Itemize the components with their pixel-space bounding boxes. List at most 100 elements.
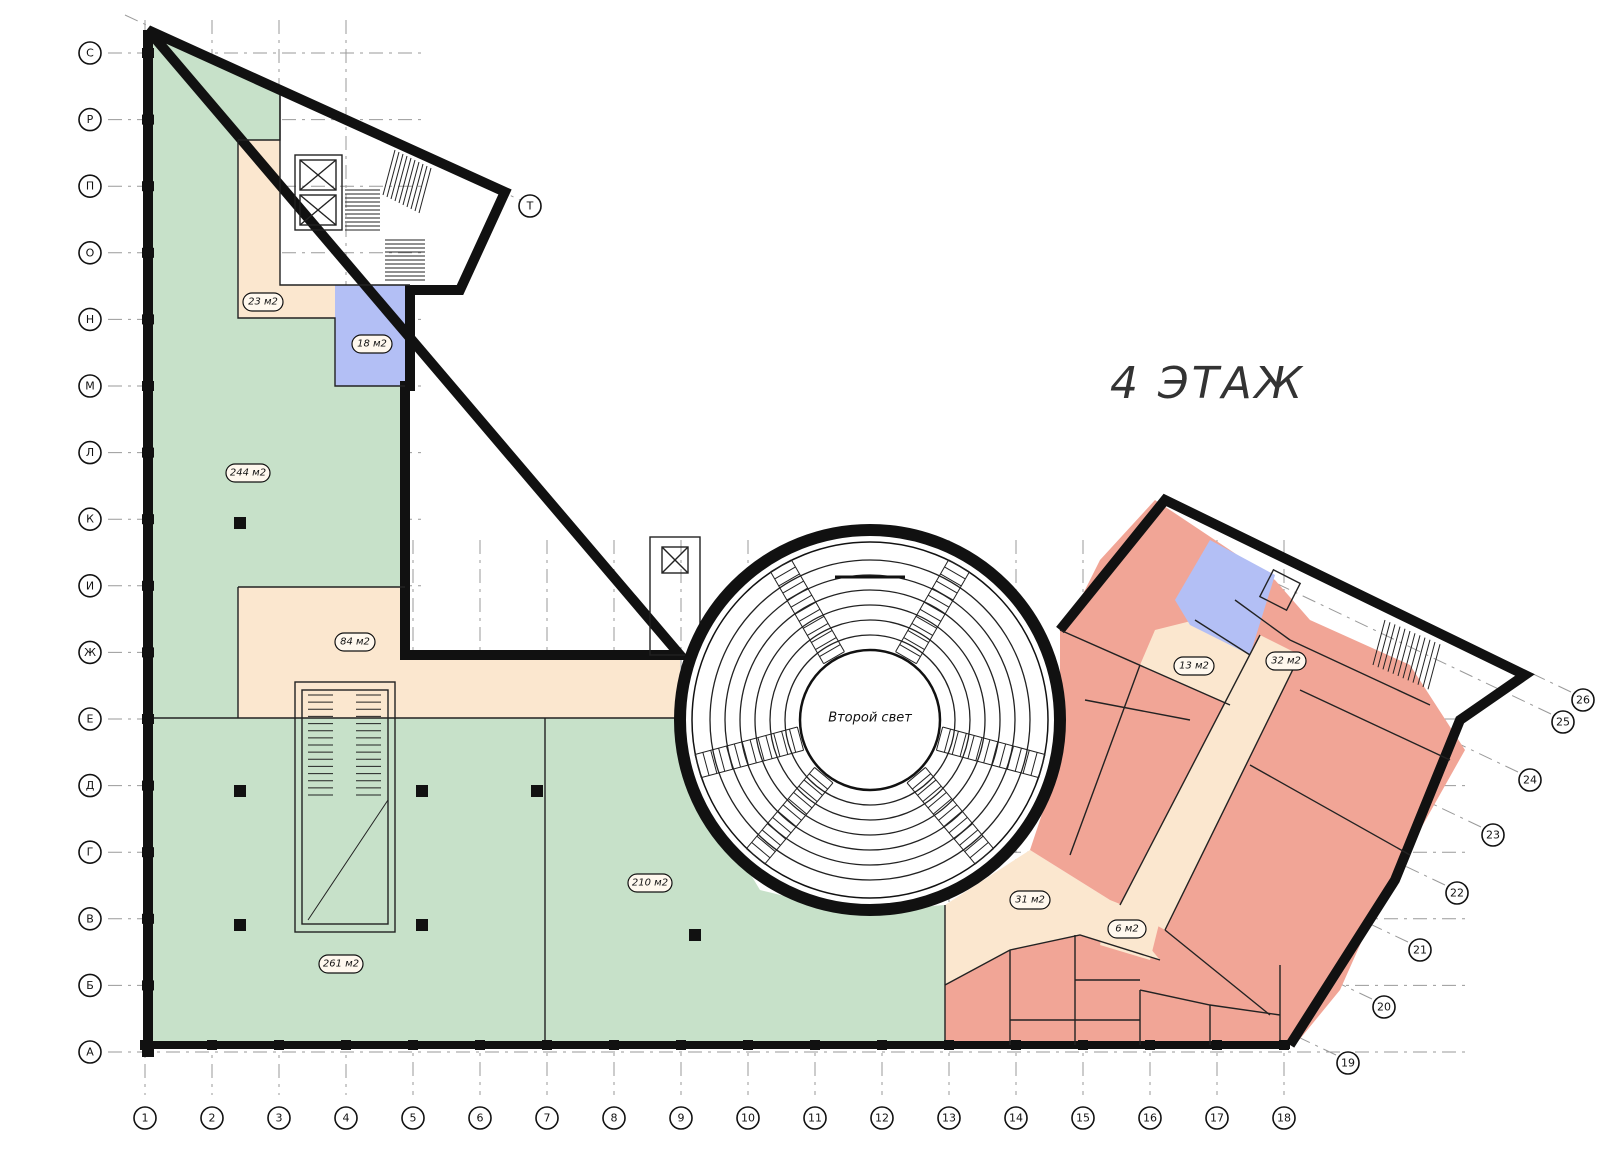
zone-hall-84 — [238, 587, 680, 718]
diag-axis-marker: 19 — [1336, 1051, 1360, 1075]
diag-axis-marker: 20 — [1372, 995, 1396, 1019]
area-label-261: 261 м2 — [318, 954, 364, 974]
row-axis-label: Д — [86, 779, 95, 792]
row-axis-marker: П — [78, 174, 102, 198]
col-axis-label: 8 — [611, 1112, 618, 1125]
extra-axis-marker: Т — [518, 194, 542, 218]
col-axis-marker: 9 — [669, 1106, 693, 1130]
row-axis-label: П — [86, 180, 94, 193]
row-axis-label: О — [86, 246, 95, 259]
diag-axis-label: 22 — [1450, 887, 1464, 900]
diag-axis-marker: 26 — [1571, 688, 1595, 712]
row-axis-label: К — [86, 513, 94, 526]
row-axis-marker: Ж — [78, 640, 102, 665]
col-axis-label: 9 — [678, 1112, 685, 1125]
col-axis-label: 14 — [1009, 1112, 1023, 1125]
col-axis-label: 18 — [1277, 1112, 1291, 1125]
svg-text:6 м2: 6 м2 — [1115, 924, 1138, 935]
col-axis-marker: 2 — [200, 1106, 224, 1130]
col-axis-marker: 17 — [1205, 1106, 1229, 1130]
zone-lobby-31 — [945, 850, 1160, 985]
area-label-244: 244 м2 — [225, 463, 271, 483]
stairs — [307, 149, 1441, 921]
row-axis-marker: О — [78, 241, 102, 265]
col-axis-label: 2 — [209, 1112, 216, 1125]
zone-corridor-32 — [1120, 635, 1300, 930]
col-axis-label: 10 — [741, 1112, 755, 1125]
col-axis-label: 7 — [544, 1112, 551, 1125]
col-axis-label: 15 — [1076, 1112, 1090, 1125]
diag-axis-marker: 24 — [1518, 768, 1542, 792]
walls — [143, 25, 1535, 1049]
col-axis-label: 11 — [808, 1112, 822, 1125]
col-axis-marker: 6 — [468, 1106, 492, 1130]
col-axis-label: 17 — [1210, 1112, 1224, 1125]
svg-text:13 м2: 13 м2 — [1179, 661, 1209, 672]
col-axis-marker: 10 — [736, 1106, 760, 1130]
area-label-210: 210 м2 — [627, 873, 673, 893]
diag-axis-label: 24 — [1523, 774, 1537, 787]
area-label-84: 84 м2 — [334, 632, 376, 652]
row-axis-label: Ж — [84, 646, 96, 659]
col-axis-marker: 13 — [937, 1106, 961, 1130]
col-axis-marker: 3 — [267, 1106, 291, 1130]
col-axis-marker: 11 — [803, 1106, 827, 1130]
zone-wc-east — [1175, 540, 1275, 655]
col-axis-marker: 7 — [535, 1106, 559, 1130]
col-axis-label: 1 — [142, 1112, 149, 1125]
col-axis-label: 6 — [477, 1112, 484, 1125]
diag-axis-label: 26 — [1576, 694, 1590, 707]
row-axis-label: Н — [86, 313, 94, 326]
row-axis-marker: А — [78, 1040, 102, 1064]
col-axis-marker: 18 — [1272, 1106, 1296, 1130]
zone-office-210 — [545, 718, 945, 1045]
diag-axis-label: 21 — [1413, 944, 1427, 957]
diag-axis-label: 19 — [1341, 1057, 1355, 1070]
col-axis-marker: 15 — [1071, 1106, 1095, 1130]
col-axis-label: 16 — [1143, 1112, 1157, 1125]
row-axis-label: Л — [86, 446, 94, 459]
area-label-31: 31 м2 — [1009, 890, 1051, 910]
second-light-label: Второй свет — [828, 711, 912, 726]
zone-lobby-23 — [238, 140, 335, 318]
row-axis-marker: В — [78, 906, 102, 931]
svg-text:244 м2: 244 м2 — [230, 468, 266, 479]
diag-axis-label: 25 — [1556, 716, 1570, 729]
svg-text:210 м2: 210 м2 — [632, 878, 668, 889]
row-axis-marker: С — [78, 41, 102, 65]
diag-axis-marker: 25 — [1551, 710, 1575, 734]
row-axis-marker: Б — [78, 973, 102, 998]
row-axis-marker: Д — [78, 773, 102, 798]
row-axis-label: С — [86, 47, 94, 60]
col-axis-marker: 4 — [334, 1106, 358, 1130]
svg-text:261 м2: 261 м2 — [323, 959, 359, 970]
area-label-32: 32 м2 — [1265, 651, 1307, 671]
col-axis-marker: 1 — [133, 1106, 157, 1130]
row-axis-marker: Н — [78, 307, 102, 332]
rotunda — [674, 524, 1066, 916]
svg-text:84 м2: 84 м2 — [340, 637, 370, 648]
row-axis-label: Б — [86, 979, 94, 992]
row-axis-marker: Г — [78, 840, 102, 865]
columns — [140, 48, 1289, 1057]
row-axis-label: Р — [87, 113, 94, 126]
row-axis-label: А — [86, 1046, 94, 1059]
col-axis-marker: 5 — [401, 1106, 425, 1130]
row-axis-marker: Р — [78, 107, 102, 132]
col-axis-label: 13 — [942, 1112, 956, 1125]
area-label-6: 6 м2 — [1107, 919, 1147, 939]
col-axis-marker: 16 — [1138, 1106, 1162, 1130]
svg-text:32 м2: 32 м2 — [1271, 656, 1301, 667]
col-axis-marker: 8 — [602, 1106, 626, 1130]
row-axis-label: Е — [87, 713, 94, 726]
floor-title: 4 ЭТАЖ — [1110, 358, 1305, 409]
area-label-18: 18 м2 — [351, 334, 393, 354]
col-axis-label: 3 — [276, 1112, 283, 1125]
diag-axis-marker: 21 — [1408, 938, 1432, 962]
col-axis-label: 5 — [410, 1112, 417, 1125]
row-axis-marker: И — [78, 573, 102, 598]
row-axis-marker: М — [78, 374, 102, 398]
row-axis-marker: К — [78, 507, 102, 532]
